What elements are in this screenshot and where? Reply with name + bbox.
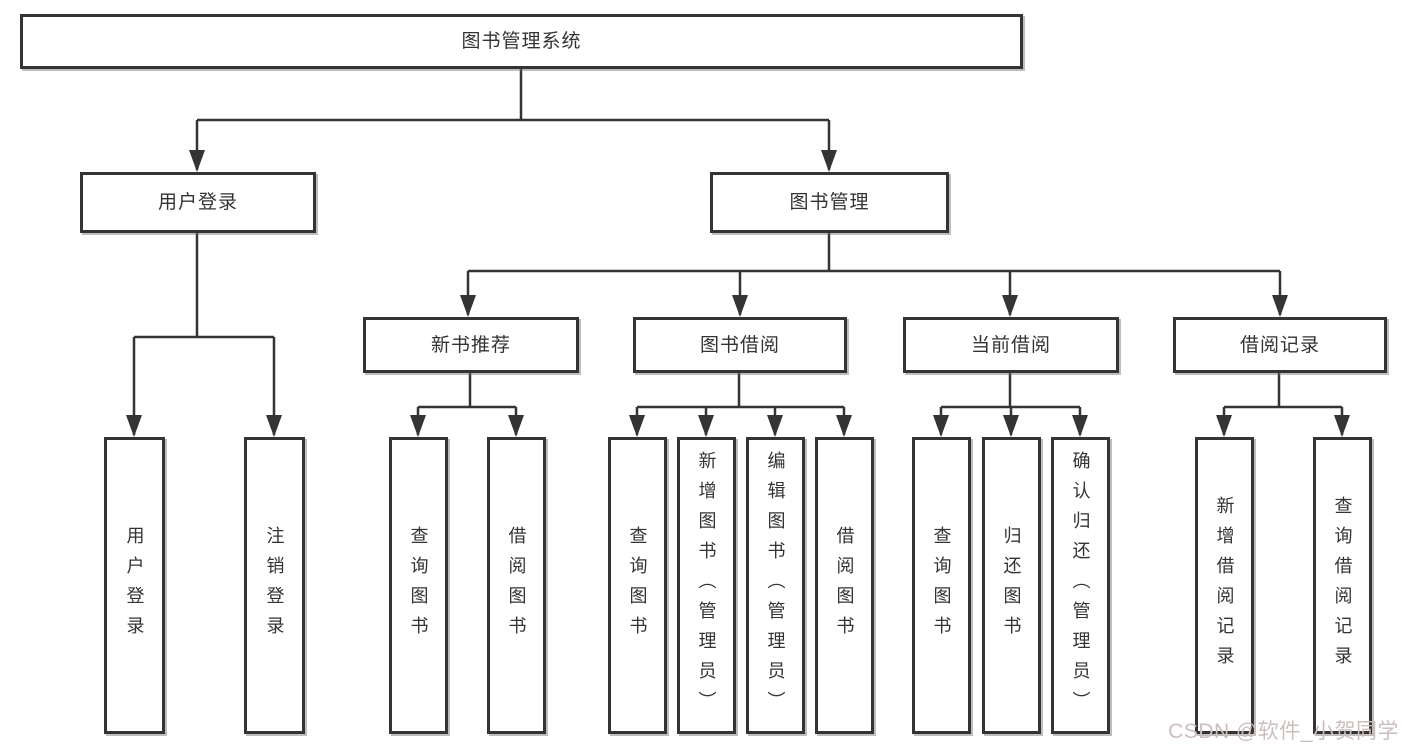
node-root: 图书管理系统 [20, 14, 1023, 69]
node-edit-books-admin: 编辑图书（管理员） [746, 437, 805, 734]
node-borrow-records-label: 借阅记录 [1239, 334, 1320, 356]
node-borrow-books-2-label: 借阅图书 [834, 525, 855, 646]
node-book-borrow: 图书借阅 [633, 317, 847, 373]
node-logout-action: 注销登录 [244, 437, 305, 734]
node-borrow-books-1: 借阅图书 [487, 437, 546, 734]
node-query-borrow-record-label: 查询借阅记录 [1332, 495, 1353, 676]
node-borrow-records: 借阅记录 [1173, 317, 1387, 373]
node-query-books-1: 查询图书 [389, 437, 448, 734]
node-query-books-3-label: 查询图书 [931, 525, 952, 646]
node-edit-books-admin-label: 编辑图书（管理员） [765, 450, 786, 721]
node-add-borrow-record-label: 新增借阅记录 [1214, 495, 1235, 676]
node-book-borrow-label: 图书借阅 [699, 334, 780, 356]
node-logout-action-label: 注销登录 [264, 525, 285, 646]
node-book-management-label: 图书管理 [789, 192, 870, 213]
node-return-books-label: 归还图书 [1001, 525, 1022, 646]
node-query-books-2: 查询图书 [608, 437, 667, 734]
node-new-book-recommend-label: 新书推荐 [430, 334, 511, 356]
node-query-books-1-label: 查询图书 [408, 525, 429, 646]
node-query-books-3: 查询图书 [912, 437, 971, 734]
node-query-borrow-record: 查询借阅记录 [1313, 437, 1372, 734]
node-current-borrow-label: 当前借阅 [970, 334, 1051, 356]
node-user-login-label: 用户登录 [157, 192, 238, 213]
node-root-label: 图书管理系统 [461, 31, 582, 52]
node-add-books-admin: 新增图书（管理员） [677, 437, 736, 734]
node-confirm-return-admin: 确认归还（管理员） [1051, 437, 1110, 734]
node-book-management: 图书管理 [710, 172, 949, 233]
node-user-login-action: 用户登录 [104, 437, 165, 734]
node-add-borrow-record: 新增借阅记录 [1195, 437, 1254, 734]
watermark: CSDN @软件_小贺同学 [1168, 720, 1399, 743]
node-user-login: 用户登录 [80, 172, 316, 233]
node-add-books-admin-label: 新增图书（管理员） [696, 450, 717, 721]
node-return-books: 归还图书 [982, 437, 1041, 734]
node-current-borrow: 当前借阅 [903, 317, 1119, 373]
node-borrow-books-2: 借阅图书 [815, 437, 874, 734]
node-user-login-action-label: 用户登录 [124, 525, 145, 646]
node-confirm-return-admin-label: 确认归还（管理员） [1070, 450, 1091, 721]
node-new-book-recommend: 新书推荐 [363, 317, 579, 373]
node-borrow-books-1-label: 借阅图书 [506, 525, 527, 646]
arrowhead-group [126, 150, 1350, 437]
node-query-books-2-label: 查询图书 [627, 525, 648, 646]
